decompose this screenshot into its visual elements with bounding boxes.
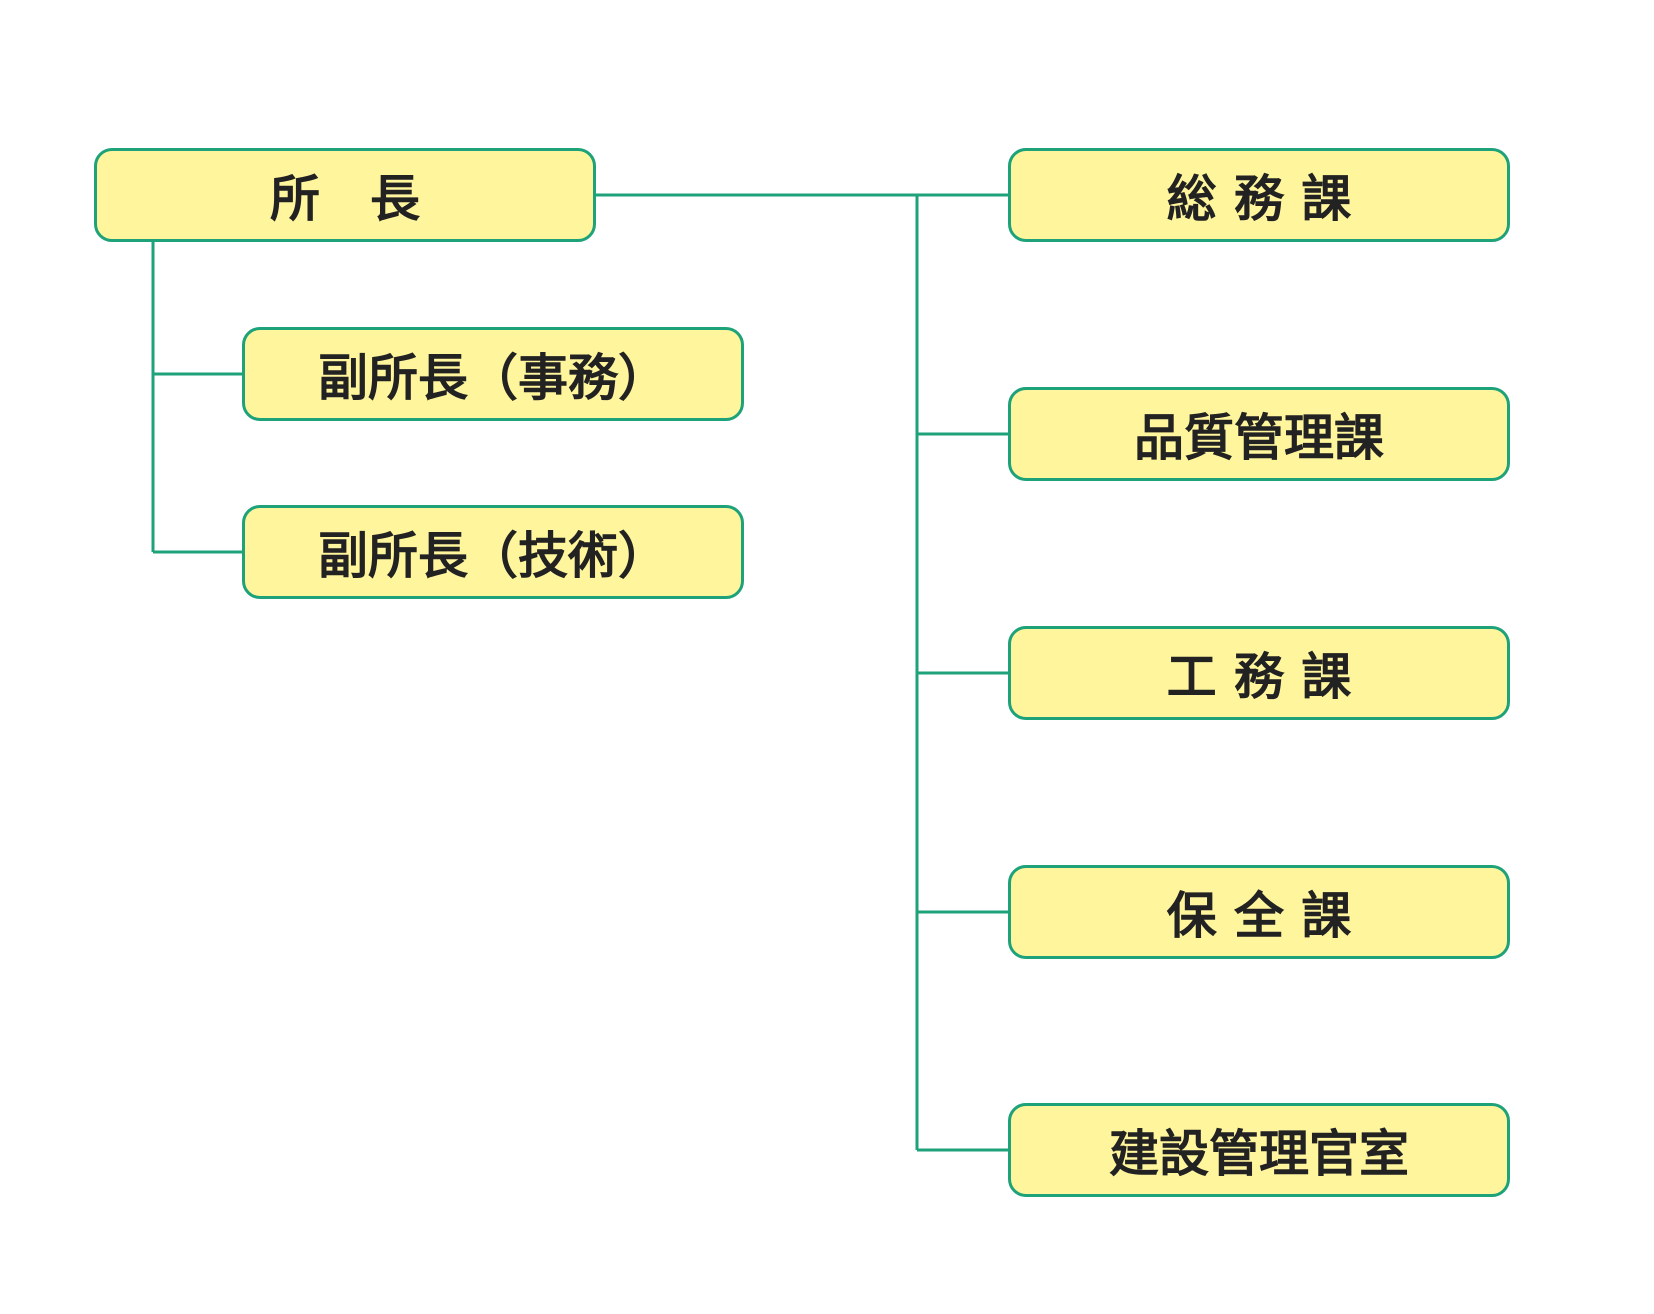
node-deputy-administration-label: 副所長（事務） (318, 349, 668, 407)
node-maintenance-division: 保 全 課 (1008, 865, 1510, 959)
node-quality-control-division: 品質管理課 (1008, 387, 1510, 481)
node-general-affairs-label: 総 務 課 (1166, 170, 1352, 228)
node-quality-control-label: 品質管理課 (1134, 409, 1384, 467)
node-works-label: 工 務 課 (1166, 648, 1352, 706)
node-director-label: 所 長 (270, 170, 420, 228)
node-deputy-technical-label: 副所長（技術） (318, 527, 668, 585)
node-general-affairs-division: 総 務 課 (1008, 148, 1510, 242)
node-construction-management-label: 建設管理官室 (1109, 1125, 1409, 1183)
node-deputy-technical: 副所長（技術） (242, 505, 744, 599)
node-deputy-administration: 副所長（事務） (242, 327, 744, 421)
node-works-division: 工 務 課 (1008, 626, 1510, 720)
node-construction-management-office: 建設管理官室 (1008, 1103, 1510, 1197)
node-maintenance-label: 保 全 課 (1166, 887, 1352, 945)
node-director: 所 長 (94, 148, 596, 242)
